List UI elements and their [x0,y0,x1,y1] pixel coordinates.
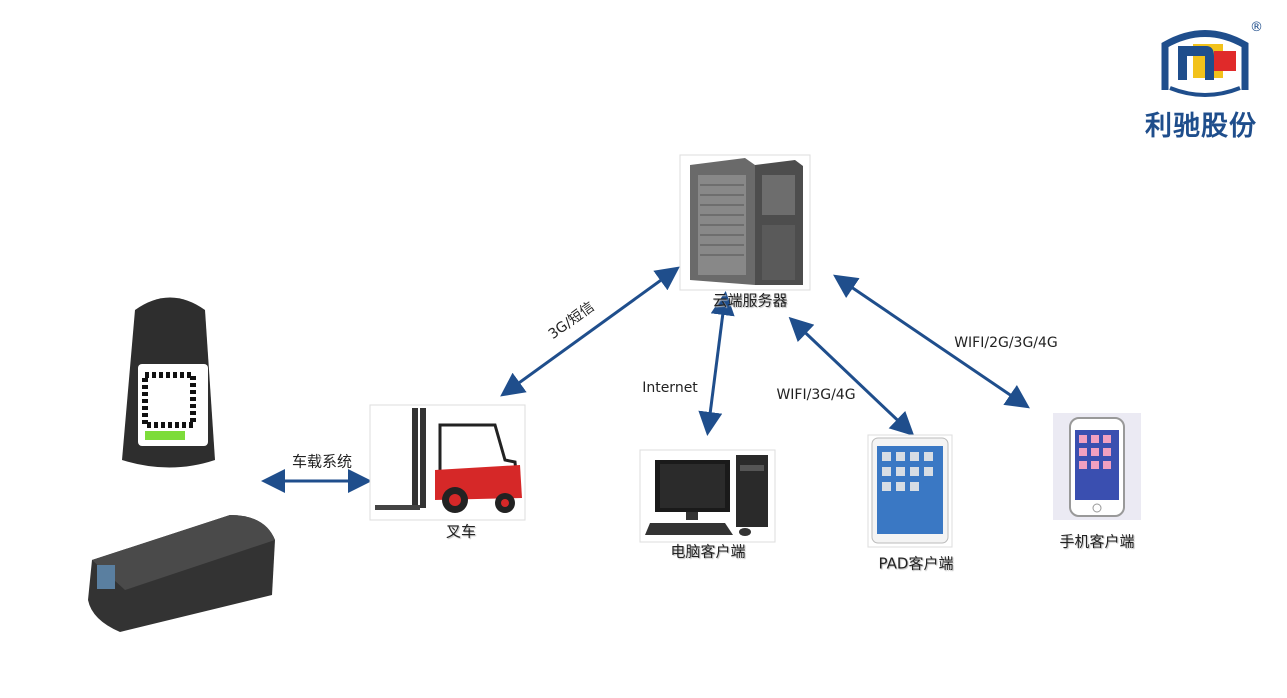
server-image [679,154,811,291]
arrow-pad-server [788,316,915,437]
phone-image [1053,413,1141,520]
arrow-phone-server [833,274,1030,409]
pad-client-label: PAD客户端 [878,554,954,573]
vehicle-terminal-image [88,515,275,632]
phone-client-label: 手机客户端 [1059,532,1135,551]
connection-label-phone: WIFI/2G/3G/4G [954,335,1058,351]
arrow-forklift-server [500,266,680,397]
pc-image [639,449,776,543]
pc-client-label: 电脑客户端 [670,542,746,561]
forklift-image [369,404,526,521]
handheld-terminal-image [122,297,215,468]
company-logo [1161,30,1249,97]
connection-label-pad: WIFI/3G/4G [776,387,856,403]
forklift-label: 叉车 [445,522,477,541]
arrow-pc-server [698,291,735,436]
connection-label-internet: Internet [642,380,698,396]
company-name: 利驰股份 [1145,111,1257,142]
server-label: 云端服务器 [712,291,788,310]
registered-mark: ® [1250,20,1263,35]
connection-label-vehicle-system: 车载系统 [291,452,353,471]
pad-image [867,434,953,548]
